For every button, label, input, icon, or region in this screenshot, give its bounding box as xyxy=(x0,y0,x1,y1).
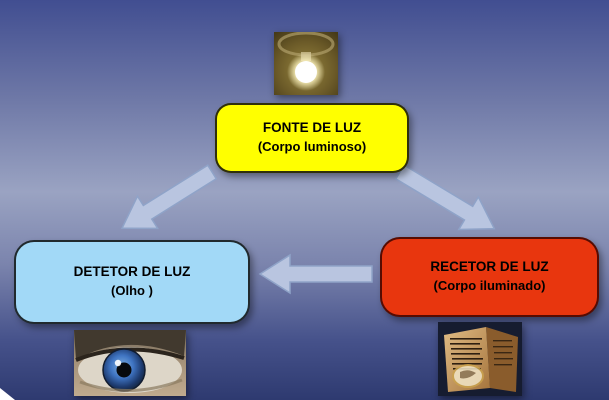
node-recetor-title: RECETOR DE LUZ xyxy=(430,259,549,275)
node-detetor-de-luz: DETETOR DE LUZ (Olho ) xyxy=(14,240,250,324)
light-bulb-icon xyxy=(274,32,338,95)
node-fonte-de-luz: FONTE DE LUZ (Corpo luminoso) xyxy=(215,103,409,173)
eye-icon xyxy=(74,330,186,396)
arrow-fonte-to-detetor-icon xyxy=(120,164,218,230)
arrow-recetor-to-detetor-icon xyxy=(258,253,373,295)
node-detetor-title: DETETOR DE LUZ xyxy=(73,264,191,280)
node-fonte-subtitle: (Corpo luminoso) xyxy=(257,139,367,155)
page-corner xyxy=(0,388,15,400)
node-recetor-de-luz: RECETOR DE LUZ (Corpo iluminado) xyxy=(380,237,599,317)
book-icon xyxy=(438,322,522,396)
illuminated-book-photo xyxy=(438,322,522,396)
arrow-fonte-to-recetor-icon xyxy=(394,164,496,231)
node-detetor-subtitle: (Olho ) xyxy=(111,283,153,299)
node-fonte-title: FONTE DE LUZ xyxy=(262,120,362,136)
light-bulb-photo xyxy=(274,32,338,95)
node-recetor-subtitle: (Corpo iluminado) xyxy=(433,278,546,294)
eye-photo xyxy=(74,330,186,396)
